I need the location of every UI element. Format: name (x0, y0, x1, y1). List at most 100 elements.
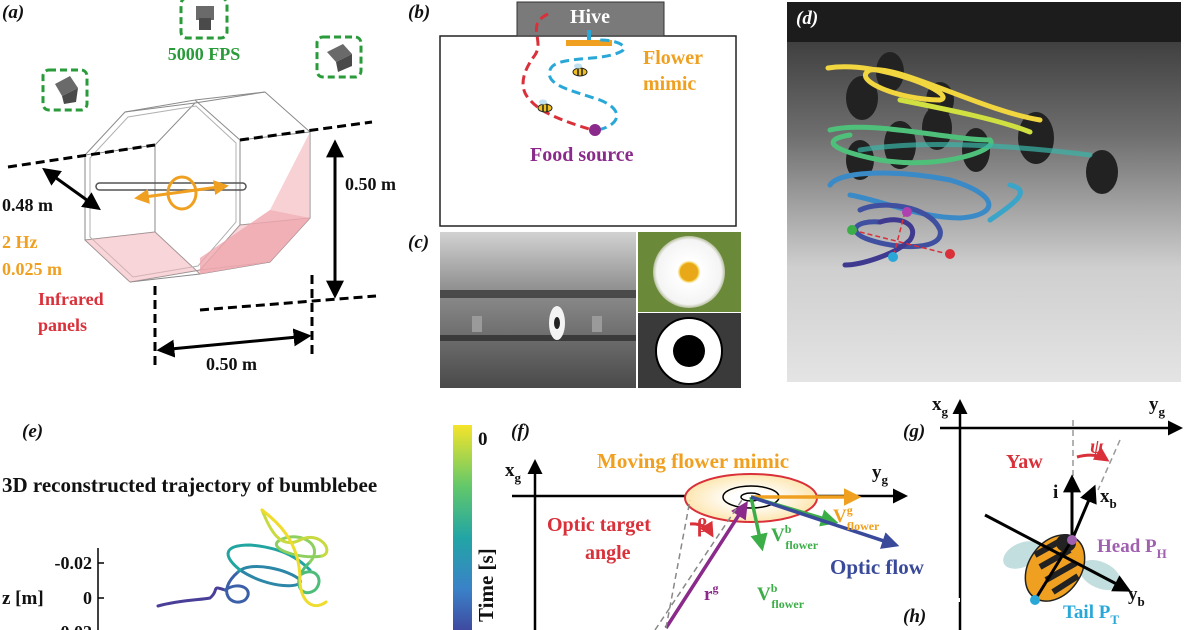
infrared-label-line2: panels (38, 315, 87, 335)
flower-mimic-label-line1: Flower (643, 47, 703, 69)
z-axis-label: z [m] (2, 588, 44, 609)
amplitude-label: 0.025 m (2, 259, 62, 279)
oscillation-arrow (134, 180, 229, 204)
panel-h-label: (h) (903, 606, 926, 627)
optic-target-label-line2: angle (585, 542, 631, 564)
panel-d: (d) (787, 2, 1181, 382)
depth-label: 0.48 m (2, 195, 53, 215)
z-tick-label: 0.02 (61, 622, 93, 630)
xb-label: xb (1100, 486, 1117, 511)
yaw-heading (1097, 439, 1121, 491)
z-tick-label: -0.02 (55, 553, 93, 573)
rg-arrow (664, 501, 748, 629)
yg-label: yg (1149, 394, 1166, 419)
rg-label: rg (704, 581, 718, 605)
frequency-label: 2 Hz (2, 232, 38, 252)
food-source-label: Food source (530, 144, 634, 166)
flower-mimic-label-line2: mimic (643, 73, 696, 95)
yb-label: yb (1128, 584, 1145, 609)
photo-target-center (554, 317, 560, 329)
tracking-photo (787, 2, 1181, 382)
reference-line (654, 499, 743, 630)
target-pattern-center (673, 335, 705, 367)
arena-box (439, 35, 737, 227)
bee-icon (537, 99, 553, 113)
psi-symbol: ψ (1090, 436, 1104, 458)
camera-icon (41, 68, 89, 112)
panel-a-label: (a) (2, 2, 24, 23)
panel-f: (f) xg yg Moving flower mimic Optic targ… (505, 421, 925, 630)
panel-d-label: (d) (796, 8, 818, 29)
hive-label: Hive (570, 6, 610, 28)
photo-bracket (472, 316, 482, 332)
panel-c: (c) (408, 232, 741, 388)
height-label: 0.50 m (345, 174, 396, 194)
panel-g-label: (g) (903, 421, 925, 442)
panel-b-label: (b) (408, 2, 430, 23)
camera-icon (179, 0, 229, 40)
panel-c-label: (c) (408, 232, 429, 253)
moving-flower-label: Moving flower mimic (597, 449, 789, 473)
marker-dot (945, 249, 955, 259)
path-return (547, 38, 626, 132)
tail-label: Tail PT (1063, 602, 1119, 627)
xg-label: xg (505, 460, 522, 485)
flower-mimic-stem (587, 30, 591, 40)
heading-reference-line (665, 499, 691, 629)
yb-axis-arrow (984, 513, 1132, 592)
width-arrow (156, 328, 312, 358)
infrared-panel (130, 210, 310, 282)
infrared-label-line1: Infrared (38, 289, 104, 309)
photo-bracket (592, 316, 602, 332)
colorbar (453, 425, 472, 630)
i-label: i (1053, 482, 1058, 503)
width-label: 0.50 m (206, 354, 257, 374)
photo-rail (440, 290, 636, 298)
path-outbound (521, 12, 593, 132)
yaw-label: Yaw (1006, 451, 1043, 473)
flower-mimic-bar (566, 40, 612, 46)
yg-label: yg (872, 462, 889, 487)
arena-photo (440, 232, 636, 388)
photo-rail (440, 335, 636, 341)
panel-b: (b) Hive Flower mimic Food source (408, 1, 737, 227)
xg-label: xg (932, 394, 949, 419)
v-flower-b2-arrow (749, 496, 768, 552)
beta-angle-arc (689, 520, 714, 538)
optic-flow-arrow (750, 495, 900, 549)
head-label: Head PH (1097, 536, 1167, 561)
depth-arrow (42, 167, 101, 211)
colorbar-tick: 0 (478, 429, 488, 450)
xb-axis-arrow (1070, 484, 1097, 541)
panel-e-label: (e) (22, 421, 43, 442)
z-tick-label: 0 (83, 588, 92, 608)
trajectory-title: 3D reconstructed trajectory of bumblebee (2, 473, 377, 497)
tail-point (1030, 595, 1040, 605)
photo-top-shadow (787, 2, 1181, 42)
marker-dot (902, 207, 912, 217)
marker-dot (847, 225, 857, 235)
beta-symbol: β (697, 515, 708, 537)
panel-g: (g) xg yg (h) Yaw ψ i xb yb Head PH Tail… (903, 394, 1183, 630)
body-axis (1033, 539, 1074, 601)
panel-a: (a) 5000 FPS (2, 0, 396, 374)
bee-icon (572, 63, 588, 77)
optic-flow-label: Optic flow (830, 555, 925, 579)
colorbar-label: Time [s] (474, 548, 498, 622)
panel-e: (e) 3D reconstructed trajectory of bumbl… (2, 421, 498, 630)
daisy-center (680, 263, 698, 281)
optic-target-label-line1: Optic target (547, 514, 651, 536)
yaw-arc (1076, 447, 1110, 462)
heading-line (851, 229, 949, 255)
fps-label: 5000 FPS (168, 44, 241, 64)
panel-f-label: (f) (511, 421, 530, 442)
camera-icon (315, 35, 363, 79)
trajectory-3d (156, 508, 329, 608)
dimension-lines (7, 120, 377, 370)
head-point (1067, 535, 1077, 545)
food-source-dot (589, 124, 601, 136)
